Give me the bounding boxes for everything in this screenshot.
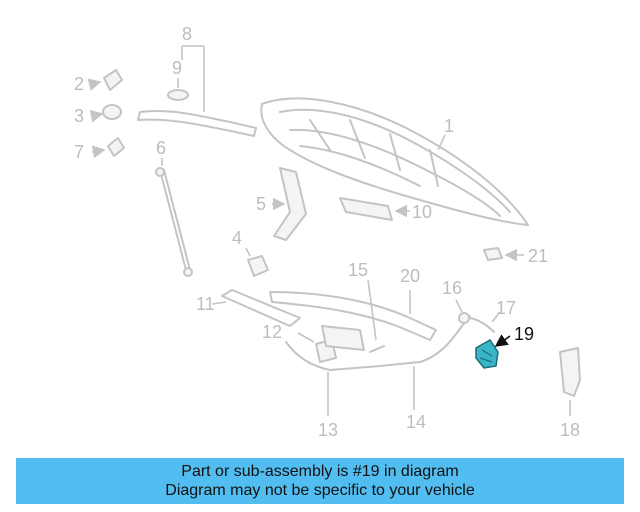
clip-part-9	[167, 89, 189, 101]
support-strut-part	[155, 167, 193, 277]
callout-12: 12	[262, 322, 282, 342]
leader-1	[437, 134, 446, 151]
leader-17	[491, 311, 501, 323]
callout-2: 2	[74, 74, 84, 94]
callout-18: 18	[560, 420, 580, 440]
banner-line-1: Part or sub-assembly is #19 in diagram	[181, 463, 459, 480]
bumper-part-4	[247, 255, 269, 277]
callout-8: 8	[182, 24, 192, 44]
callout-13: 13	[318, 420, 338, 440]
callout-6: 6	[156, 138, 166, 158]
weatherstrip-part	[137, 109, 257, 137]
support-assembly-part	[269, 291, 437, 341]
highlighted-part-19[interactable]	[475, 339, 499, 369]
callout-4: 4	[232, 228, 242, 248]
leader-12	[297, 332, 315, 343]
release-cable-part	[285, 315, 471, 371]
callout-14: 14	[406, 412, 426, 432]
callout-1: 1	[444, 116, 454, 136]
leader-2	[87, 78, 102, 91]
banner-line-2: Diagram may not be specific to your vehi…	[165, 482, 475, 499]
callout-10: 10	[412, 202, 432, 222]
leader-7	[91, 145, 106, 159]
parts-diagram: 1 2 3 4 5 6 7 8 9 10 11 12 13 14 15 16 1…	[74, 24, 581, 440]
callout-9: 9	[172, 58, 182, 78]
callout-7: 7	[74, 142, 84, 162]
callout-5: 5	[256, 194, 266, 214]
leader-19	[494, 334, 511, 347]
callout-20: 20	[400, 266, 420, 286]
seal-part	[221, 289, 301, 327]
bumper-part-2	[103, 69, 123, 91]
stud-part-7	[107, 137, 125, 157]
leader-8	[181, 45, 205, 112]
leader-16	[455, 299, 463, 313]
cable-end-part	[458, 312, 495, 333]
bumper-part-3	[102, 104, 122, 120]
info-banner: Part or sub-assembly is #19 in diagram D…	[16, 458, 624, 504]
latch-part	[315, 325, 365, 363]
callout-21: 21	[528, 246, 548, 266]
callout-16: 16	[442, 278, 462, 298]
callout-15: 15	[348, 260, 368, 280]
leader-4	[245, 247, 251, 257]
stop-part	[559, 347, 581, 397]
callout-11: 11	[196, 294, 215, 314]
callout-19[interactable]: 19	[514, 324, 534, 344]
leader-11	[211, 301, 227, 305]
callout-3: 3	[74, 106, 84, 126]
hinge-part	[273, 167, 307, 241]
callout-17: 17	[496, 298, 516, 318]
bracket-part	[339, 197, 393, 221]
clip-part-21	[483, 247, 503, 261]
leader-3	[89, 109, 104, 123]
leader-15	[367, 279, 377, 341]
hood-part	[260, 97, 529, 226]
